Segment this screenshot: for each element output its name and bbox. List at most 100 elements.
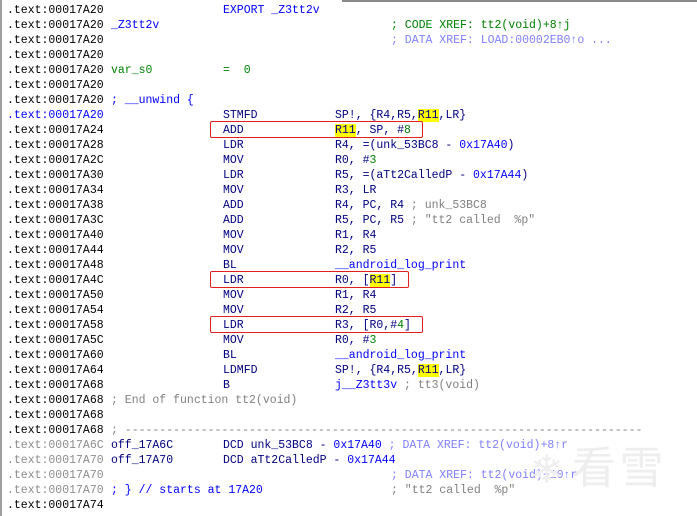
operands[interactable]: R1, R4 xyxy=(335,288,376,303)
listing-line[interactable]: .text:00017A68 xyxy=(2,408,697,423)
operands[interactable]: __android_log_print xyxy=(335,258,466,273)
mnemonic-token: 0x17A40 xyxy=(333,439,382,452)
listing-line[interactable]: .text:00017A68; ------------------------… xyxy=(2,423,697,438)
mnemonic[interactable]: LDMFD xyxy=(223,363,258,378)
listing-line[interactable]: .text:00017A3C ADD R5, PC, R5 ; "tt2 calle… xyxy=(2,213,697,228)
mnemonic[interactable]: ADD xyxy=(223,213,244,228)
address: .text:00017A3C xyxy=(7,214,104,227)
operands[interactable]: R4, =(unk_53BC8 - 0x17A40) xyxy=(335,138,514,153)
operands[interactable]: R2, R5 xyxy=(335,243,376,258)
listing-line[interactable]: .text:00017A20 xyxy=(2,78,697,93)
mnemonic[interactable]: LDR xyxy=(223,273,244,288)
mnemonic[interactable]: BL xyxy=(223,348,237,363)
operands[interactable]: R11, SP, #8 xyxy=(335,123,411,138)
operands[interactable]: SP!, {R4,R5,R11,LR} xyxy=(335,363,466,378)
listing-line[interactable]: .text:00017A20_Z3tt2v; CODE XREF: tt2(vo… xyxy=(2,18,697,33)
mnemonic-token: LDR xyxy=(223,274,244,287)
highlighted-register: R11 xyxy=(417,364,439,377)
mnemonic[interactable]: B xyxy=(223,378,230,393)
operands[interactable]: R5, =(aTt2CalledP - 0x17A44) xyxy=(335,168,528,183)
operands[interactable]: R2, R5 xyxy=(335,303,376,318)
operands[interactable]: R0, #3 xyxy=(335,153,376,168)
mnemonic[interactable]: = 0 xyxy=(223,63,251,78)
mnemonic[interactable]: MOV xyxy=(223,288,244,303)
address: .text:00017A74 xyxy=(7,499,104,512)
mnemonic[interactable]: MOV xyxy=(223,153,244,168)
mnemonic[interactable]: MOV xyxy=(223,303,244,318)
operands[interactable]: SP!, {R4,R5,R11,LR} xyxy=(335,108,466,123)
label[interactable]: ; --------------------------------------… xyxy=(111,423,642,438)
operands[interactable]: R3, LR xyxy=(335,183,376,198)
listing-line[interactable]: .text:00017A6C off_17A6C DCD unk_53BC8 - 0… xyxy=(2,438,697,453)
mnemonic[interactable]: MOV xyxy=(223,228,244,243)
listing-line[interactable]: .text:00017A20; DATA XREF: LOAD:00002EB0… xyxy=(2,33,697,48)
address: .text:00017A30 xyxy=(7,169,104,182)
mnemonic[interactable]: BL xyxy=(223,258,237,273)
label[interactable]: ; } // starts at 17A20 xyxy=(111,483,263,498)
label[interactable]: _Z3tt2v xyxy=(111,18,159,33)
label[interactable]: off_17A70 xyxy=(111,453,173,468)
listing-line[interactable]: .text:00017A70; } // starts at 17A20; "t… xyxy=(2,483,697,498)
listing-line[interactable]: .text:00017A74 xyxy=(2,498,697,513)
window-border xyxy=(342,0,697,2)
listing-line[interactable]: .text:00017A70; DATA XREF: tt2(void)+10↑… xyxy=(2,468,697,483)
mnemonic[interactable]: MOV xyxy=(223,243,244,258)
mnemonic[interactable]: LDR xyxy=(223,138,244,153)
mnemonic[interactable]: MOV xyxy=(223,183,244,198)
operands-token: ,LR} xyxy=(438,109,467,122)
operands[interactable]: j__Z3tt3v ; tt3(void) xyxy=(335,378,480,393)
label[interactable]: off_17A6C xyxy=(111,438,173,453)
mnemonic[interactable]: STMFD xyxy=(223,108,258,123)
mnemonic-token: MOV xyxy=(223,244,244,257)
operands[interactable]: R5, PC, R5 ; "tt2 called %p" xyxy=(335,213,535,228)
address: .text:00017A60 xyxy=(7,349,104,362)
operands[interactable]: R1, R4 xyxy=(335,228,376,243)
operands[interactable]: R0, [R11] xyxy=(335,273,397,288)
label[interactable]: ; __unwind { xyxy=(111,93,194,108)
operands-token: SP!, {R4,R5, xyxy=(335,364,418,377)
operands[interactable]: __android_log_print xyxy=(335,348,466,363)
listing-line[interactable]: .text:00017A30 LDR R5, =(aTt2CalledP - 0x1… xyxy=(2,168,697,183)
listing-line[interactable]: .text:00017A60 BL __android_log_print xyxy=(2,348,697,363)
mnemonic[interactable]: MOV xyxy=(223,333,244,348)
mnemonic[interactable]: DCD aTt2CalledP - 0x17A44 xyxy=(223,453,396,468)
address: .text:00017A20 xyxy=(7,19,104,32)
address: .text:00017A6C xyxy=(7,439,104,452)
label[interactable]: var_s0 xyxy=(111,63,152,78)
operands[interactable]: R4, PC, R4 ; unk_53BC8 xyxy=(335,198,487,213)
listing-line[interactable]: .text:00017A20; __unwind { xyxy=(2,93,697,108)
listing-line[interactable]: .text:00017A20 xyxy=(2,48,697,63)
operands[interactable]: R0, #3 xyxy=(335,333,376,348)
listing-line[interactable]: .text:00017A68; End of function tt2(void… xyxy=(2,393,697,408)
mnemonic[interactable]: ADD xyxy=(223,123,244,138)
mnemonic[interactable]: LDR xyxy=(223,318,244,333)
mnemonic[interactable]: LDR xyxy=(223,168,244,183)
comment: ; "tt2 called %p" xyxy=(391,483,515,498)
operands[interactable]: R3, [R0,#4] xyxy=(335,318,411,333)
mnemonic[interactable]: EXPORT _Z3tt2v xyxy=(223,3,320,18)
operands-token: __android_log_print xyxy=(335,259,467,272)
mnemonic[interactable]: ADD xyxy=(223,198,244,213)
label[interactable]: ; End of function tt2(void) xyxy=(111,393,297,408)
mnemonic[interactable]: DCD unk_53BC8 - 0x17A40 ; DATA XREF: tt2… xyxy=(223,438,568,453)
